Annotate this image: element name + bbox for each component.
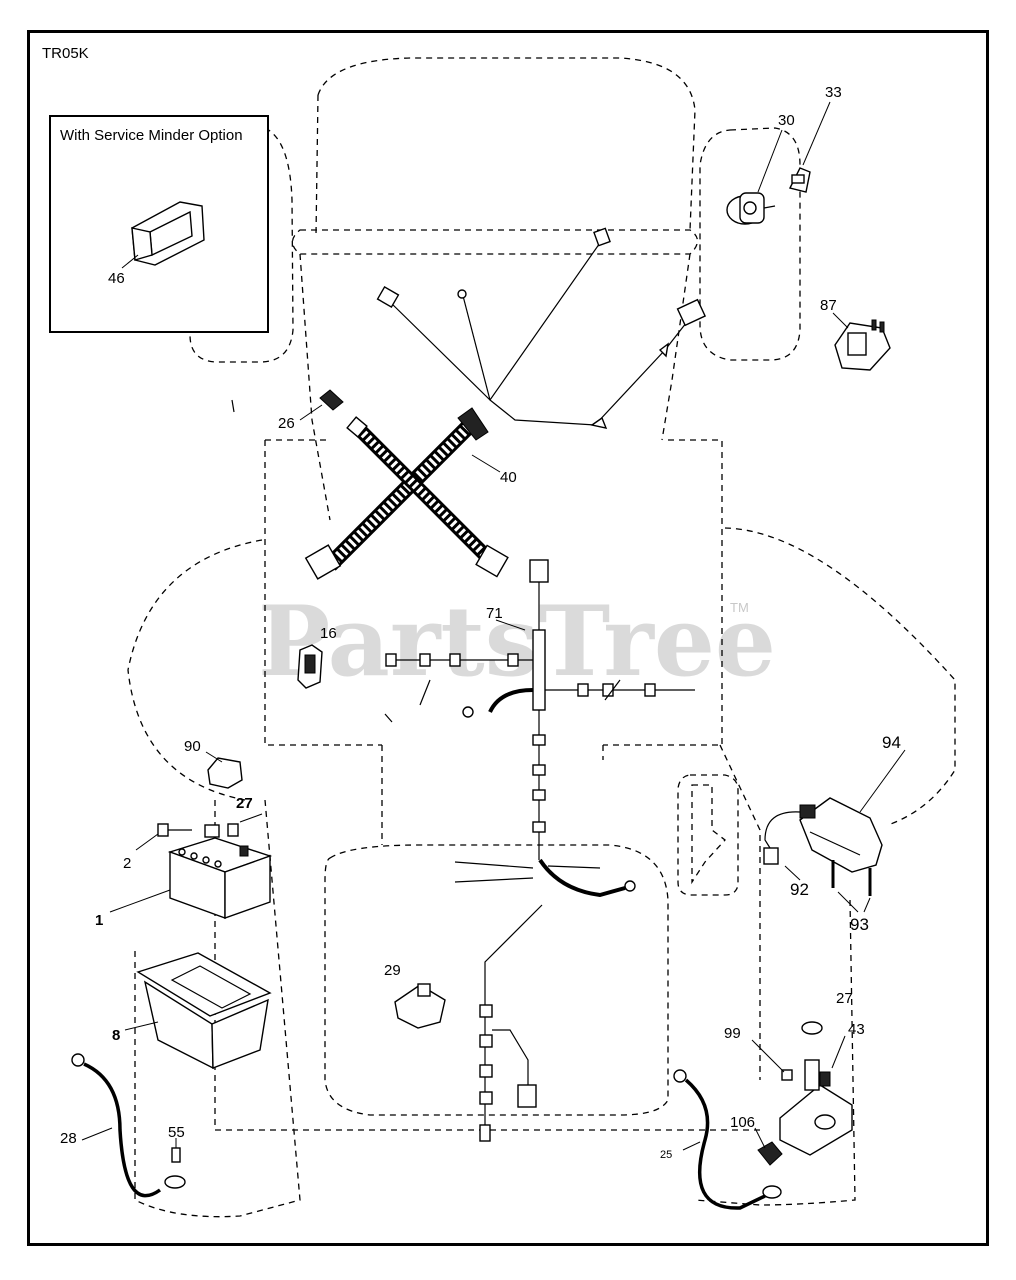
part-8-battery-tray[interactable] bbox=[136, 952, 272, 1070]
callout-94: 94 bbox=[882, 733, 901, 752]
callout-27b: 27 bbox=[836, 990, 853, 1007]
callout-27a: 27 bbox=[236, 795, 253, 812]
callout-93: 93 bbox=[850, 915, 869, 934]
callout-8: 8 bbox=[112, 1027, 120, 1044]
part-43-solenoid-mount[interactable] bbox=[779, 1059, 853, 1156]
callout-2: 2 bbox=[123, 855, 131, 872]
part-28-cable[interactable] bbox=[71, 1053, 186, 1198]
part-40-harness[interactable] bbox=[304, 227, 707, 580]
rear-harness[interactable] bbox=[479, 904, 543, 1142]
callout-87: 87 bbox=[820, 297, 837, 314]
diagram-code: TR05K bbox=[42, 45, 89, 62]
callout-25: 25 bbox=[660, 1149, 672, 1161]
callout-1: 1 bbox=[95, 912, 103, 929]
part-55-screw[interactable] bbox=[171, 1147, 181, 1163]
watermark-tm: TM bbox=[730, 600, 749, 615]
callout-40: 40 bbox=[500, 469, 517, 486]
callout-30: 30 bbox=[778, 112, 795, 129]
callout-92: 92 bbox=[790, 880, 809, 899]
part-46-hour-meter[interactable] bbox=[131, 201, 205, 266]
part-29-switch[interactable] bbox=[394, 983, 446, 1029]
part-25-cable[interactable] bbox=[673, 1069, 782, 1210]
callout-55: 55 bbox=[168, 1124, 185, 1141]
part-33-key[interactable] bbox=[788, 167, 811, 193]
part-1-battery[interactable] bbox=[167, 837, 273, 919]
tractor-outline bbox=[127, 57, 956, 1218]
part-99-screw[interactable] bbox=[781, 1069, 793, 1081]
callout-90: 90 bbox=[184, 738, 201, 755]
callout-29: 29 bbox=[384, 962, 401, 979]
callout-33: 33 bbox=[825, 84, 842, 101]
callout-28: 28 bbox=[60, 1130, 77, 1147]
callout-46: 46 bbox=[108, 270, 125, 287]
diagram-border bbox=[27, 30, 989, 1246]
part-93-screws[interactable] bbox=[831, 860, 872, 896]
part-90-plug[interactable] bbox=[207, 757, 243, 789]
callout-99: 99 bbox=[724, 1025, 741, 1042]
part-26-fuse[interactable] bbox=[319, 389, 344, 411]
part-27-nut[interactable] bbox=[204, 823, 239, 838]
part-71-harness[interactable] bbox=[385, 559, 695, 898]
callout-16: 16 bbox=[320, 625, 337, 642]
part-92-harness[interactable] bbox=[763, 811, 801, 865]
part-27-washer[interactable] bbox=[801, 1021, 823, 1035]
part-2-bolt[interactable] bbox=[157, 823, 192, 837]
callout-43: 43 bbox=[848, 1021, 865, 1038]
callout-26: 26 bbox=[278, 415, 295, 432]
part-106-clip[interactable] bbox=[757, 1141, 783, 1166]
inset-title: With Service Minder Option bbox=[60, 127, 243, 144]
callout-71: 71 bbox=[486, 605, 503, 622]
part-16-relay[interactable] bbox=[297, 644, 323, 689]
part-94-interlock[interactable] bbox=[799, 797, 883, 873]
watermark: PartsTree bbox=[258, 585, 776, 698]
part-30-ignition-switch[interactable] bbox=[726, 192, 776, 225]
service-minder-inset: With Service Minder Option 46 bbox=[49, 115, 269, 333]
callout-106: 106 bbox=[730, 1114, 755, 1131]
part-87-switch[interactable] bbox=[834, 319, 891, 371]
